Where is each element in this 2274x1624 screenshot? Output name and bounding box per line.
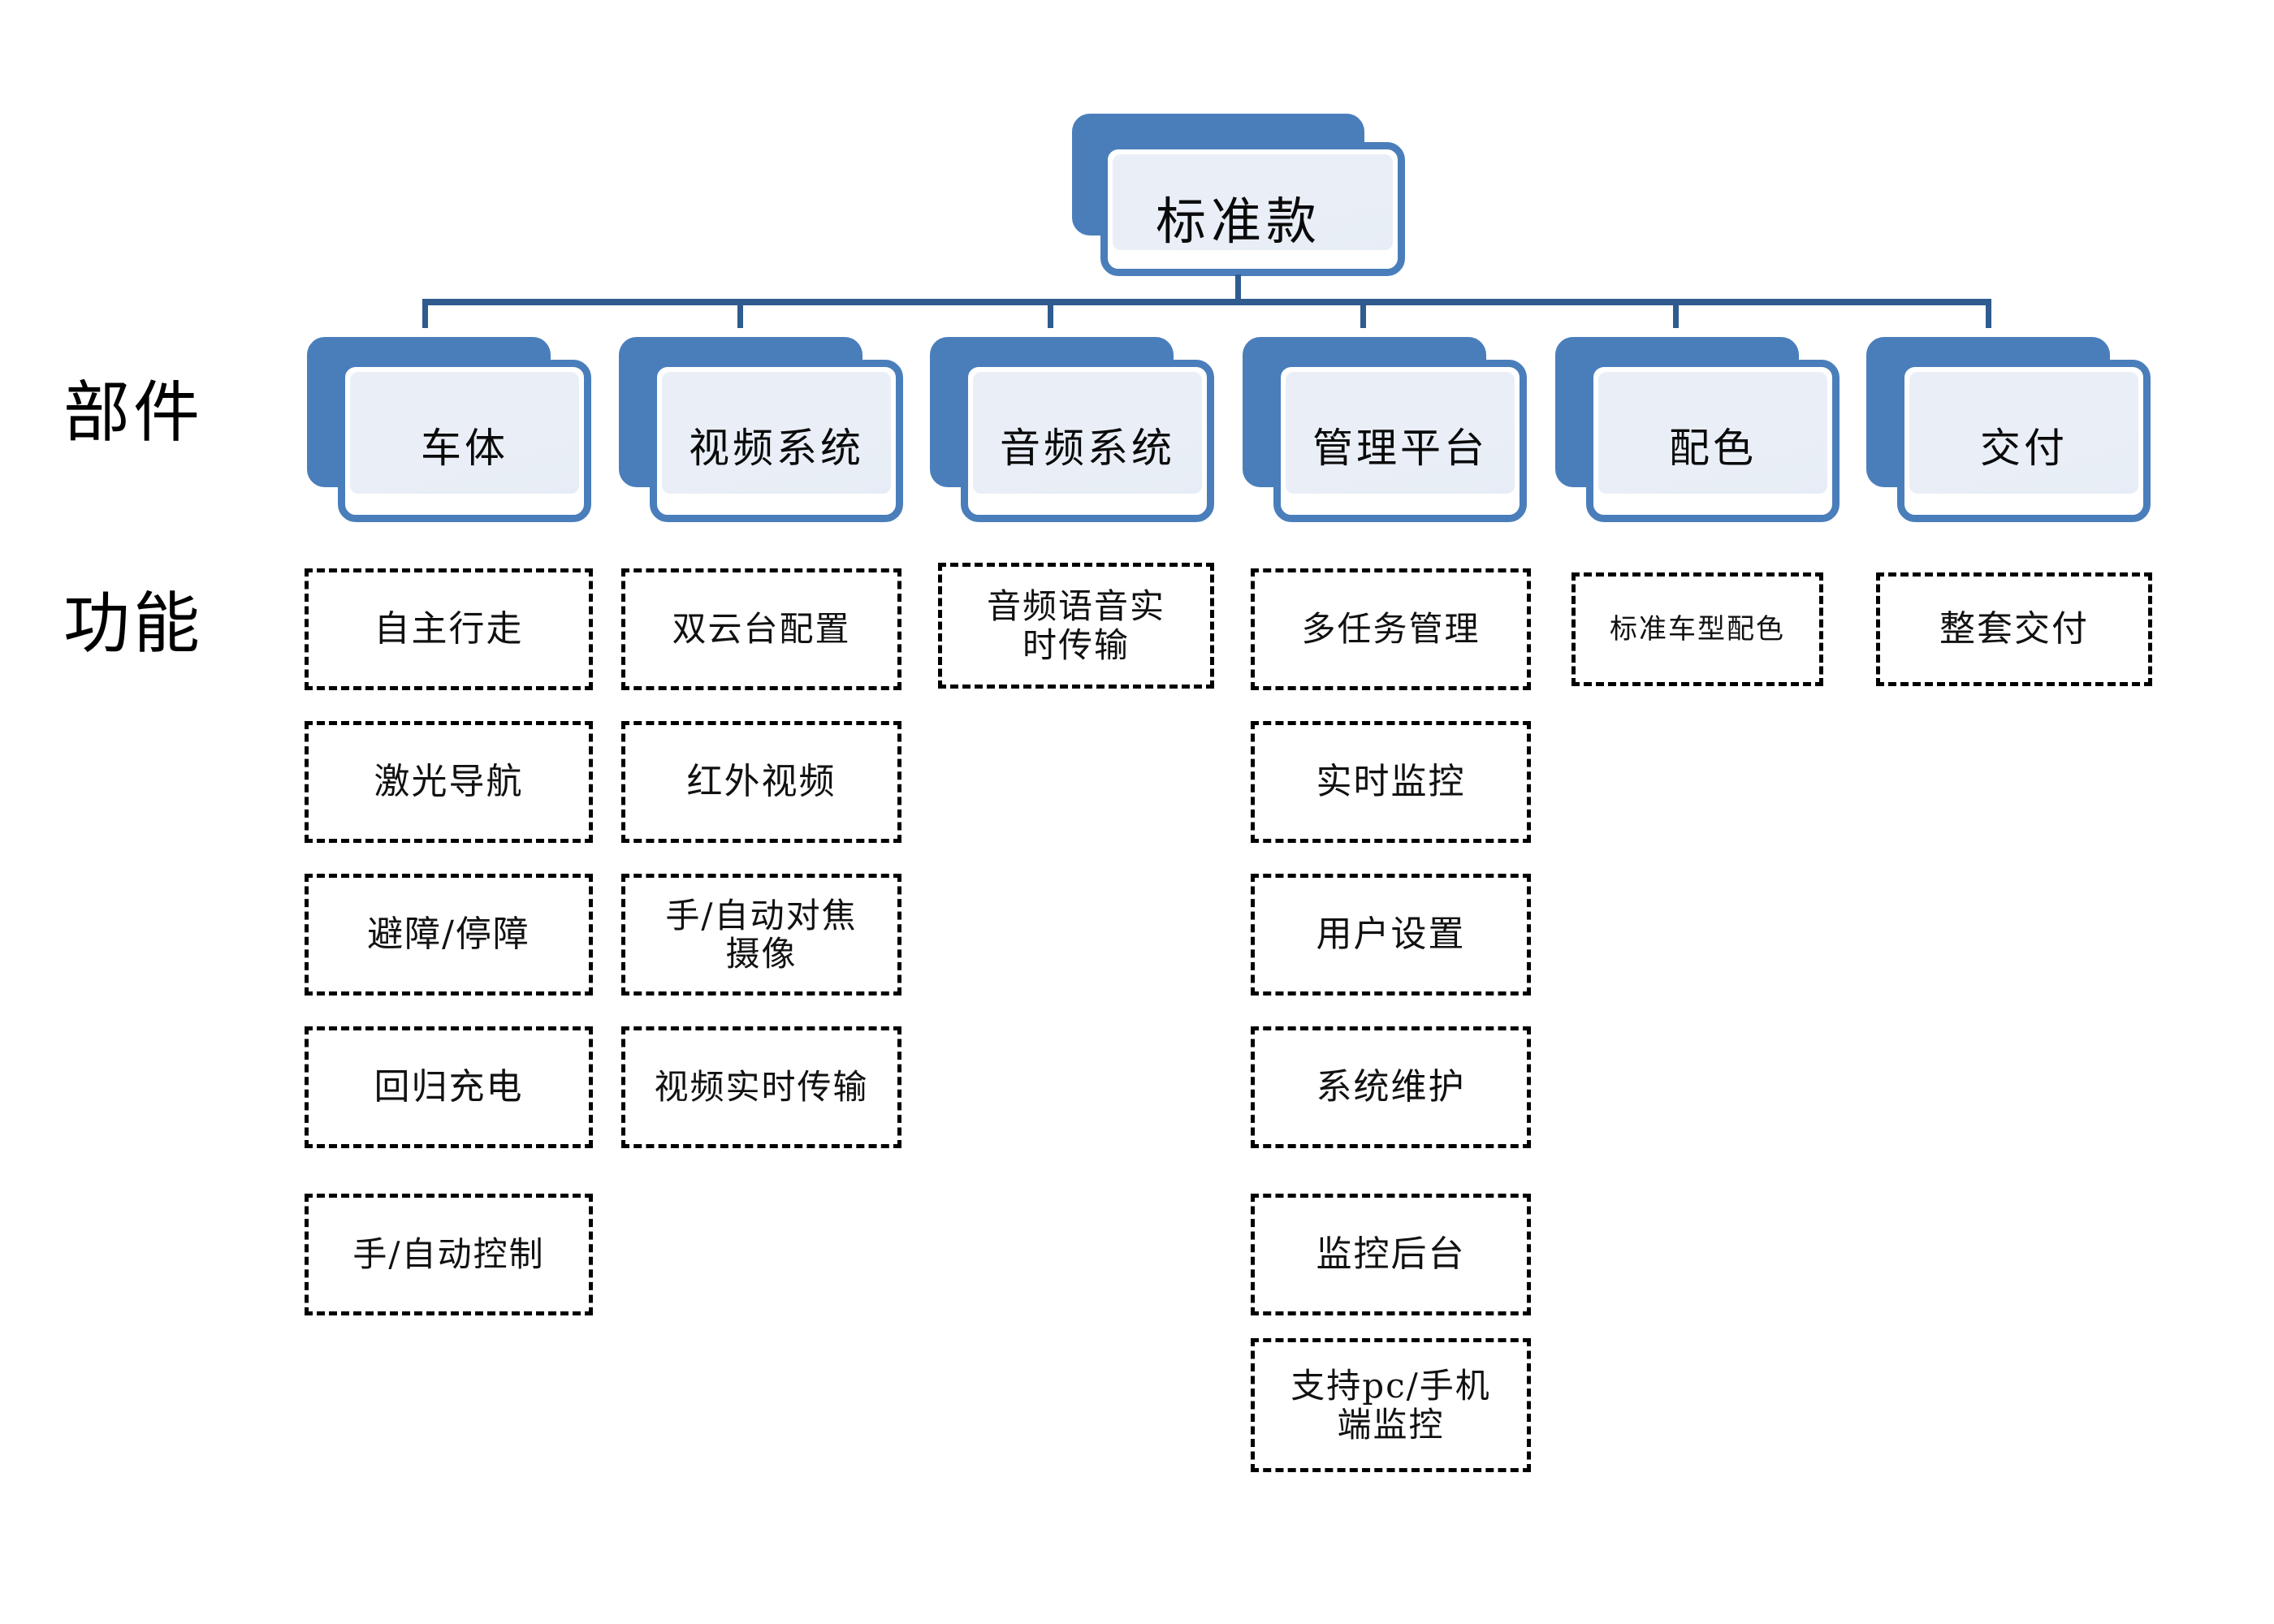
function-label: 整套交付 — [1939, 608, 2089, 650]
function-box[interactable]: 手/自动对焦摄像 — [621, 874, 901, 996]
function-label: 支持pc/手机端监控 — [1290, 1366, 1491, 1445]
function-label: 监控后台 — [1316, 1233, 1466, 1276]
function-label: 音频语音实时传输 — [986, 586, 1165, 665]
connector-drop-3 — [1048, 304, 1053, 328]
function-label: 视频实时传输 — [654, 1067, 869, 1108]
component-node-label: 交付 — [1980, 425, 2068, 472]
function-box[interactable]: 双云台配置 — [621, 568, 901, 690]
function-box[interactable]: 系统维护 — [1251, 1026, 1531, 1148]
component-card-inner — [1598, 372, 1827, 494]
row-label-functions: 功能 — [63, 585, 204, 663]
function-box[interactable]: 支持pc/手机端监控 — [1251, 1338, 1531, 1472]
node-component-视频系统[interactable]: 视频系统 — [619, 337, 903, 524]
function-box[interactable]: 红外视频 — [621, 721, 901, 843]
row-label-components: 部件 — [63, 374, 204, 451]
component-node-label: 音频系统 — [1000, 425, 1175, 472]
component-node-label: 车体 — [421, 425, 508, 472]
root-card-inner — [1113, 154, 1393, 250]
function-box[interactable]: 激光导航 — [305, 721, 593, 843]
component-node-label: 视频系统 — [689, 425, 864, 472]
node-component-音频系统[interactable]: 音频系统 — [930, 337, 1214, 524]
function-label: 避障/停障 — [367, 914, 530, 956]
connector-trunk — [1235, 274, 1241, 304]
node-component-配色[interactable]: 配色 — [1555, 337, 1840, 524]
component-card-inner — [662, 372, 891, 494]
component-card-inner — [1286, 372, 1515, 494]
function-box[interactable]: 视频实时传输 — [621, 1026, 901, 1148]
connector-horizontal-bar — [422, 299, 1991, 305]
function-label: 系统维护 — [1316, 1066, 1466, 1108]
function-label: 用户设置 — [1316, 914, 1466, 956]
node-component-交付[interactable]: 交付 — [1866, 337, 2151, 524]
function-label: 自主行走 — [374, 608, 524, 650]
connector-drop-6 — [1986, 304, 1991, 328]
connector-drop-1 — [422, 304, 428, 328]
connector-drop-2 — [737, 304, 743, 328]
function-label: 激光导航 — [374, 761, 524, 803]
function-label: 多任务管理 — [1301, 609, 1481, 650]
function-box[interactable]: 音频语音实时传输 — [938, 563, 1214, 689]
component-node-label: 配色 — [1669, 425, 1757, 472]
function-box[interactable]: 回归充电 — [305, 1026, 593, 1148]
function-box[interactable]: 监控后台 — [1251, 1194, 1531, 1315]
function-label: 标准车型配色 — [1610, 612, 1785, 646]
component-card-inner — [350, 372, 579, 494]
connector-drop-4 — [1360, 304, 1366, 328]
node-component-车体[interactable]: 车体 — [307, 337, 591, 524]
function-box[interactable]: 标准车型配色 — [1571, 572, 1823, 686]
function-box[interactable]: 用户设置 — [1251, 874, 1531, 996]
node-root[interactable]: 标准款 — [1072, 114, 1405, 276]
component-node-label: 管理平台 — [1312, 425, 1488, 472]
connector-drop-5 — [1673, 304, 1679, 328]
function-label: 手/自动对焦摄像 — [665, 895, 858, 974]
function-label: 手/自动控制 — [352, 1234, 545, 1275]
component-card-inner — [1909, 372, 2138, 494]
function-label: 回归充电 — [374, 1066, 524, 1108]
function-box[interactable]: 整套交付 — [1876, 572, 2152, 686]
function-box[interactable]: 避障/停障 — [305, 874, 593, 996]
component-card-inner — [973, 372, 1202, 494]
function-box[interactable]: 手/自动控制 — [305, 1194, 593, 1315]
function-label: 红外视频 — [686, 761, 837, 803]
function-label: 双云台配置 — [672, 609, 851, 650]
node-component-管理平台[interactable]: 管理平台 — [1243, 337, 1527, 524]
function-box[interactable]: 自主行走 — [305, 568, 593, 690]
function-box[interactable]: 多任务管理 — [1251, 568, 1531, 690]
root-node-label: 标准款 — [1155, 192, 1321, 251]
function-label: 实时监控 — [1316, 761, 1466, 803]
function-box[interactable]: 实时监控 — [1251, 721, 1531, 843]
